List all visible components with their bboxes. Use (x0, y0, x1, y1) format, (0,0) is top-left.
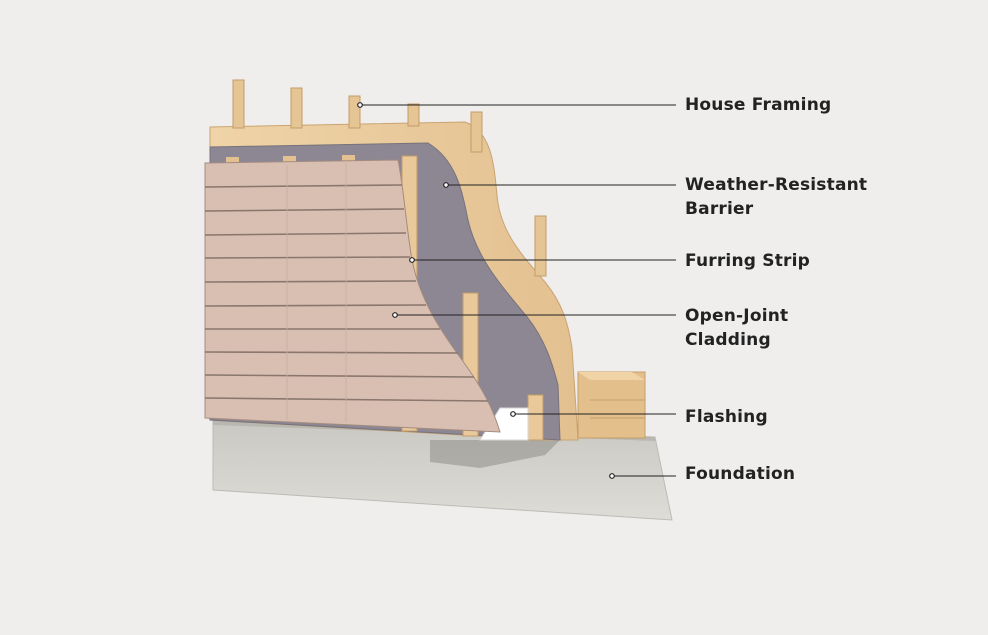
label-weather-resistant-barrier: Weather-Resistant Barrier (685, 173, 867, 221)
label-foundation-line1: Foundation (685, 464, 796, 484)
label-house-framing-line1: House Framing (685, 95, 832, 115)
label-weather-resistant-barrier-line1: Weather-Resistant (685, 175, 868, 195)
leader-lines (360, 104, 676, 477)
label-open-joint-cladding-line2: Cladding (685, 330, 771, 350)
label-flashing: Flashing (685, 405, 768, 429)
label-flashing-line1: Flashing (685, 407, 768, 427)
label-furring-strip-line1: Furring Strip (685, 251, 811, 271)
label-weather-resistant-barrier-line2: Barrier (685, 199, 754, 219)
open-joint-cladding (204, 159, 501, 433)
leader-dots (357, 102, 615, 479)
label-open-joint-cladding-line1: Open-Joint (685, 306, 789, 326)
label-furring-strip: Furring Strip (685, 249, 810, 273)
label-foundation: Foundation (685, 462, 795, 486)
label-open-joint-cladding: Open-Joint Cladding (685, 304, 788, 352)
label-house-framing: House Framing (685, 93, 831, 117)
